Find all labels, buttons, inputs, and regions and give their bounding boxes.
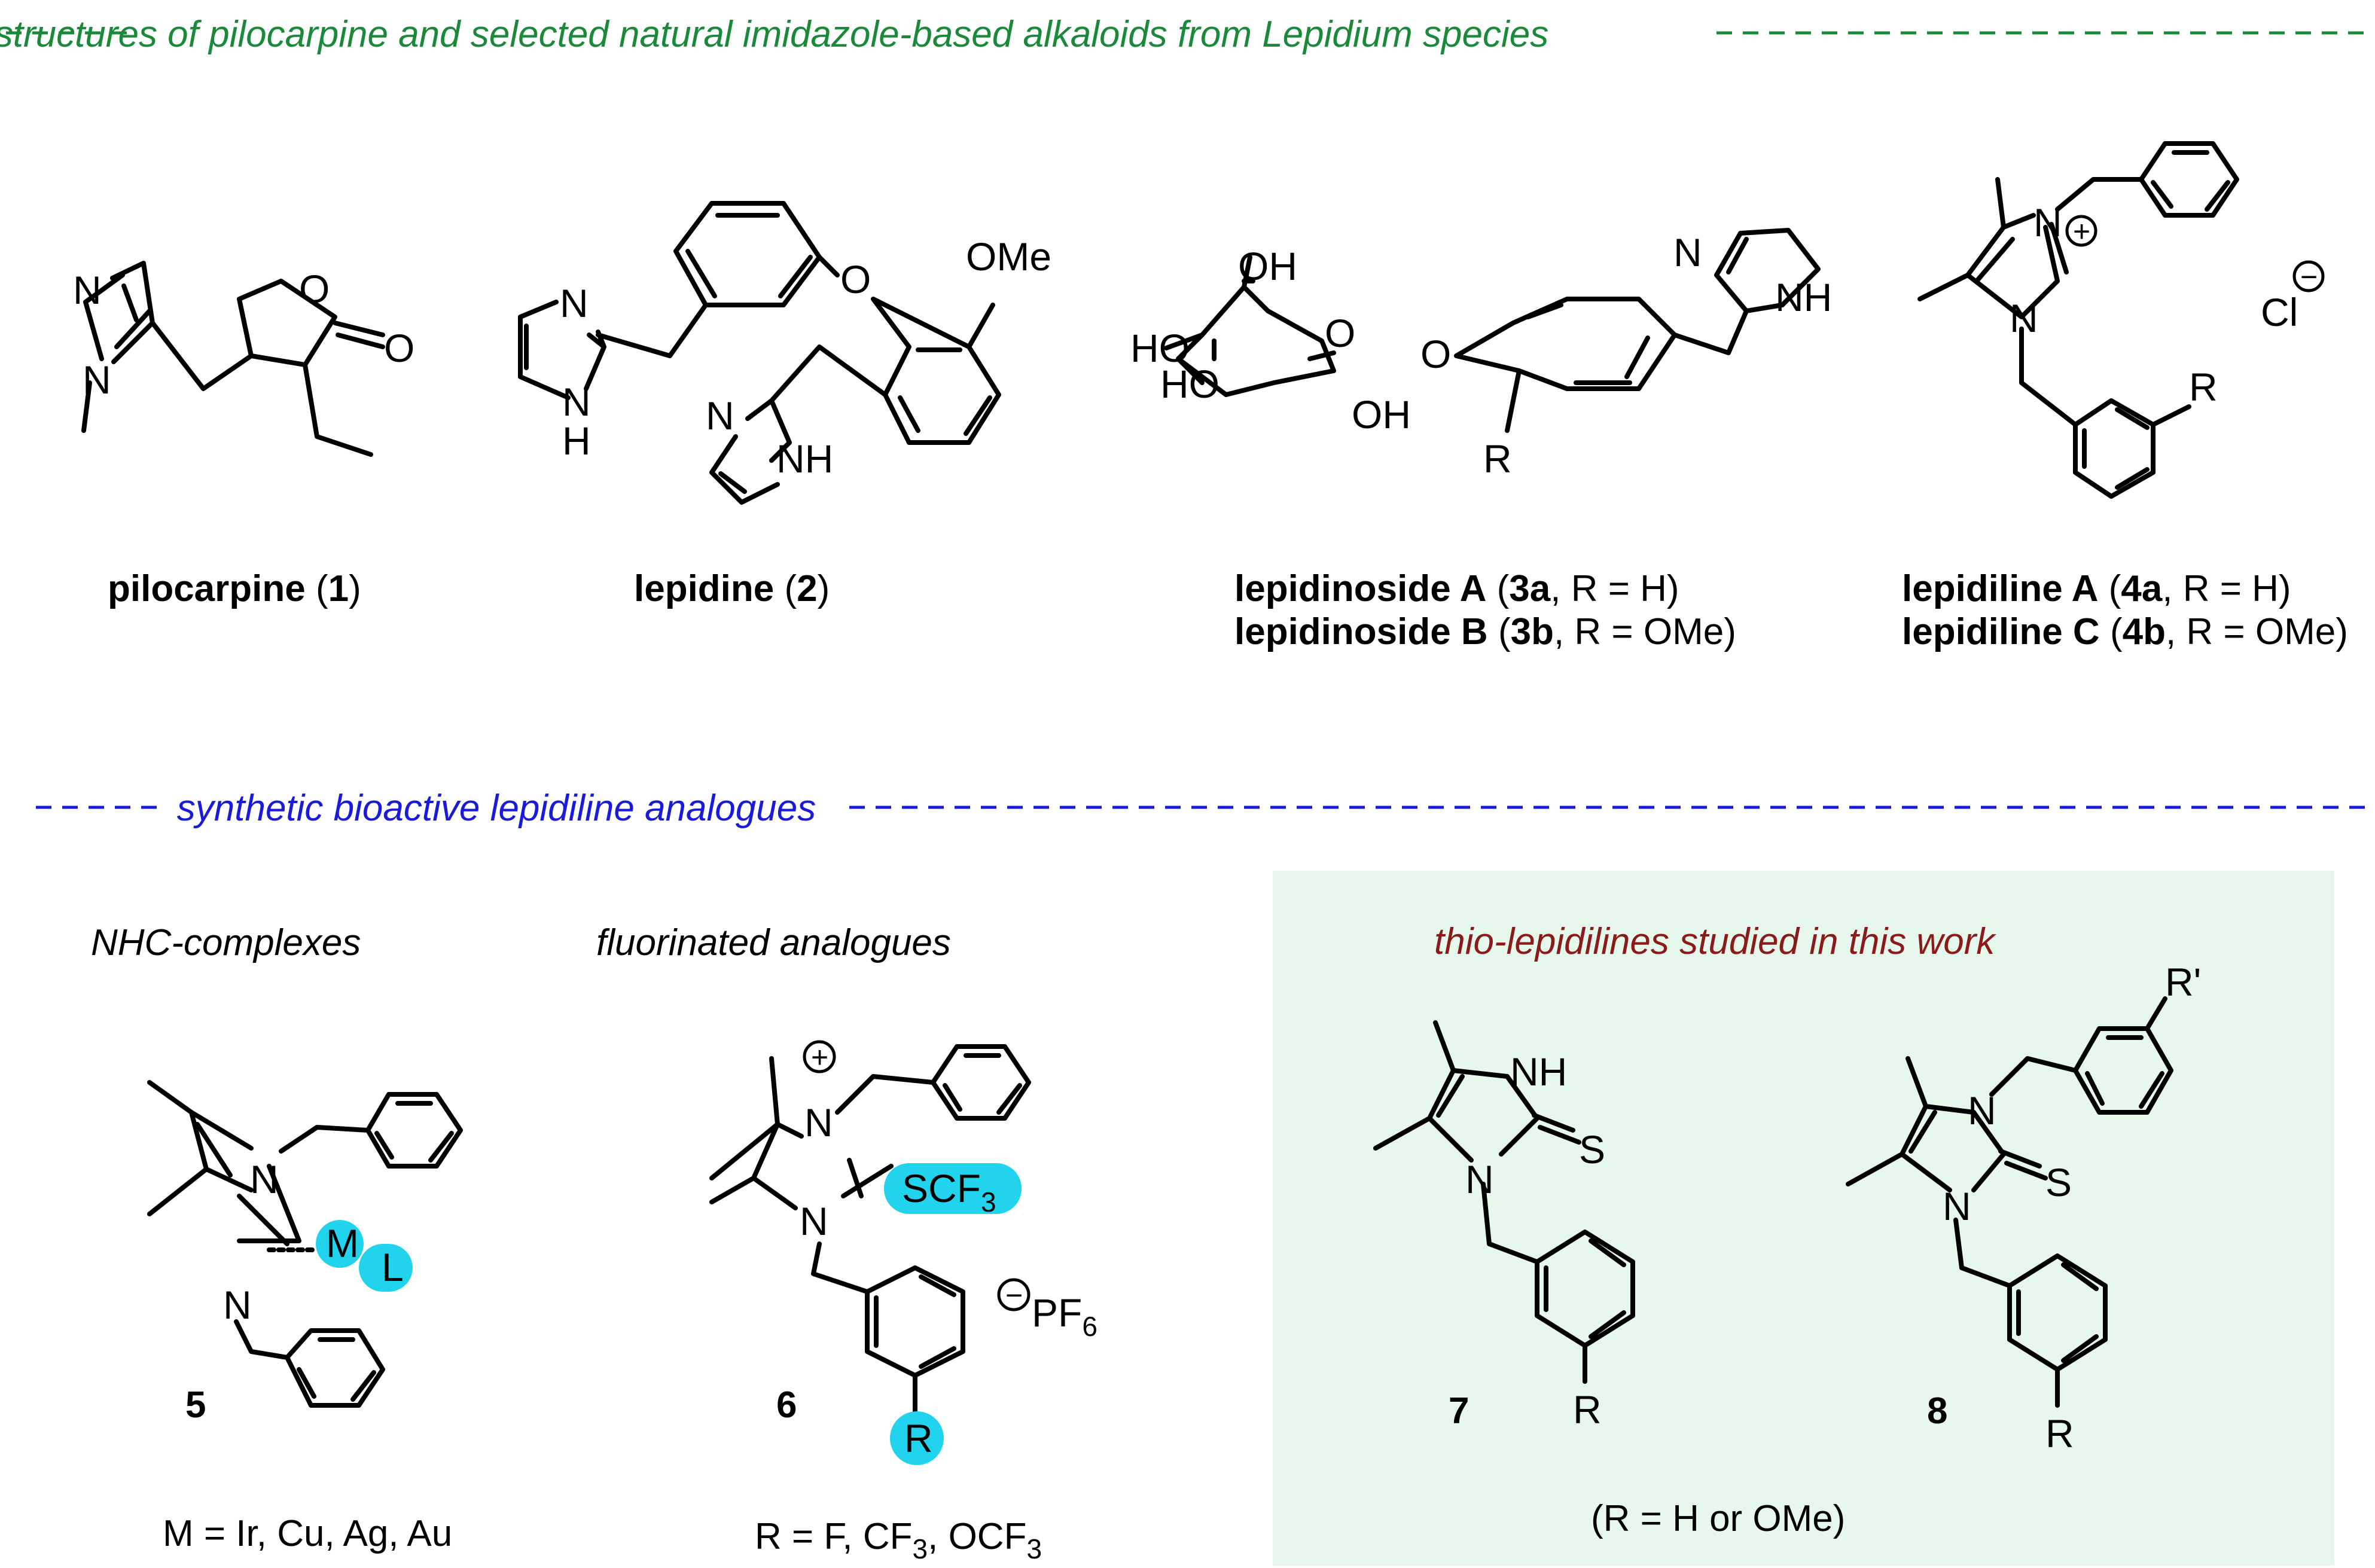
lepidine-caption: lepidine (2) [634,568,830,609]
lepidiline-plus: + [2073,215,2090,248]
lepidinoside-oh-top: OH [1238,244,1297,288]
pilocarpine-n-ring: N [73,268,102,312]
fluoro-r: R [904,1416,933,1460]
thio7-label: 7 [1449,1390,1469,1432]
thio8-n2: N [1943,1184,1971,1228]
lepidine-structure: O OMe N N H N NH [518,201,1051,505]
thio8-structure: N N S R R' [1846,960,2201,1456]
thio-title: thio-lepidilines studied in this work [1434,921,1996,962]
lepidinoside-r: R [1483,437,1512,481]
lepidiline-a-caption: lepidiline A (4a, R = H) [1902,568,2291,609]
lepidinoside-a-caption: lepidinoside A (3a, R = H) [1234,568,1679,609]
fluoro-minus: − [1005,1279,1023,1312]
lepidinoside-o-glyco: O [1420,332,1451,376]
lepidine-nh1: N [562,380,591,424]
nhc-heading: NHC-complexes [91,922,361,963]
nhc-label: 5 [185,1384,206,1426]
lepidiline-r: R [2189,365,2218,409]
fluoro-pf: PF6 [1032,1291,1097,1342]
synthetic-section-header: synthetic bioactive lepidiline analogues [36,788,2368,829]
fluoro-scf: SCF3 [902,1166,996,1218]
fluoro-note: R = F, CF3, OCF3 [755,1516,1042,1564]
thio-note: (R = H or OMe) [1591,1498,1845,1539]
nhc-n1: N [250,1157,279,1201]
thio8-n1: N [1968,1088,1996,1133]
nhc-l: L [382,1245,404,1289]
lepidine-h1: H [562,419,591,463]
lepidiline-minus-circle [2292,260,2325,292]
lepidinoside-n: N [1673,230,1702,274]
thio7-r: R [1573,1387,1602,1432]
lepidinoside-o-ring: O [1325,311,1355,355]
nhc-note: M = Ir, Cu, Ag, Au [163,1513,452,1554]
lepidinoside-ho-left2: HO [1160,362,1219,406]
lepidiline-c-caption: lepidiline C (4b, R = OMe) [1902,611,2348,652]
fluoro-n1: N [804,1100,833,1145]
fluoro-n2: N [800,1199,828,1243]
pilocarpine-caption: pilocarpine (1) [108,568,361,609]
thio8-s: S [2045,1160,2072,1204]
thio8-rprime: R' [2165,960,2201,1004]
thio7-s: S [1579,1127,1605,1172]
lepidiline-structure: N + N R Cl − [1917,141,2325,499]
natural-section-title: structures of pilocarpine and selected n… [0,14,1548,55]
lepidine-n2: N [706,393,734,438]
lepidiline-cl: Cl [2261,290,2298,334]
pilocarpine-structure: N N O O [73,261,414,457]
nhc-n2: N [223,1283,252,1327]
synthetic-section-title: synthetic bioactive lepidiline analogues [177,788,816,829]
lepidiline-plus-circle [2065,215,2097,247]
lepidinoside-structure: OH HO HO OH O O R N NH [1130,228,1832,481]
thio8-label: 8 [1927,1390,1947,1432]
lepidiline-n-plus: N [2033,200,2062,245]
natural-section-header: structures of pilocarpine and selected n… [0,14,2368,55]
fluoro-structure: + N N SCF3 R − PF6 [709,1040,1097,1465]
lepidinoside-nh: NH [1775,275,1832,319]
thio7-n: N [1465,1157,1494,1201]
lepidinoside-ho-left: HO [1130,326,1190,370]
lepidiline-n: N [2010,296,2038,340]
lepidine-n1: N [560,281,589,325]
nhc-m: M [326,1221,359,1265]
lepidine-nh2: NH [776,437,833,481]
lepidine-o-ether: O [840,257,871,301]
thio8-r: R [2045,1411,2074,1456]
pilocarpine-o-carbonyl: O [384,326,414,370]
fluoro-plus: + [811,1041,828,1074]
thio7-structure: NH N S R [1373,1020,1635,1432]
fluoro-heading: fluorinated analogues [596,922,951,963]
pilocarpine-n-methyl: N [83,358,111,402]
fluoro-label: 6 [776,1384,797,1426]
lepidine-ome: OMe [966,234,1051,279]
lepidinoside-oh-bottom: OH [1352,392,1411,437]
lepidinoside-b-caption: lepidinoside B (3b, R = OMe) [1234,611,1736,652]
thio-box [1273,871,2334,1566]
lepidiline-minus: − [2300,260,2318,294]
nhc-structure: N N M L [147,1080,463,1408]
pilocarpine-o-ring: O [299,267,330,311]
thio7-nh: NH [1510,1050,1567,1094]
